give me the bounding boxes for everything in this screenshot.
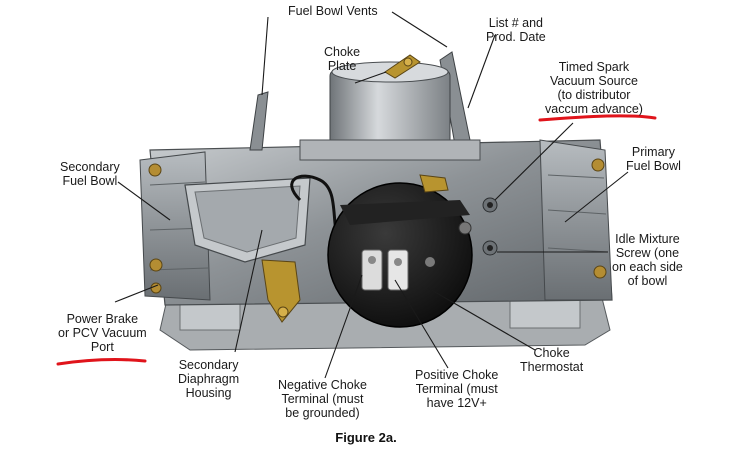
label-list-number: List # and Prod. Date [486, 16, 546, 44]
figure-caption: Figure 2a. [335, 430, 397, 445]
label-fuel-bowl-vents: Fuel Bowl Vents [288, 4, 378, 18]
secondary-diaphragm-shape [184, 177, 311, 323]
power-brake-underline [56, 358, 147, 366]
label-primary-fuel-bowl: Primary Fuel Bowl [626, 145, 681, 173]
label-timed-spark: Timed Spark Vacuum Source (to distributo… [545, 60, 643, 116]
label-idle-mixture: Idle Mixture Screw (one on each side of … [612, 232, 683, 288]
label-choke-plate: Choke Plate [324, 45, 361, 73]
label-secondary-fuel-bowl: Secondary Fuel Bowl [60, 160, 120, 188]
highlight-underlines [56, 114, 657, 366]
label-choke-thermostat: Choke Thermostat [520, 346, 584, 374]
air-horn [249, 51, 481, 161]
label-negative-choke: Negative Choke Terminal (must be grounde… [278, 378, 367, 420]
label-positive-choke: Positive Choke Terminal (must have 12V+ [415, 368, 499, 410]
primary-fuel-bowl-shape [482, 139, 613, 301]
label-secondary-diaphragm: Secondary Diaphragm Housing [178, 358, 240, 400]
choke-thermostat-cap [327, 174, 473, 328]
label-power-brake: Power Brake or PCV Vacuum Port [58, 312, 147, 354]
timed-spark-underline [538, 114, 657, 122]
leader-lines [114, 11, 629, 379]
